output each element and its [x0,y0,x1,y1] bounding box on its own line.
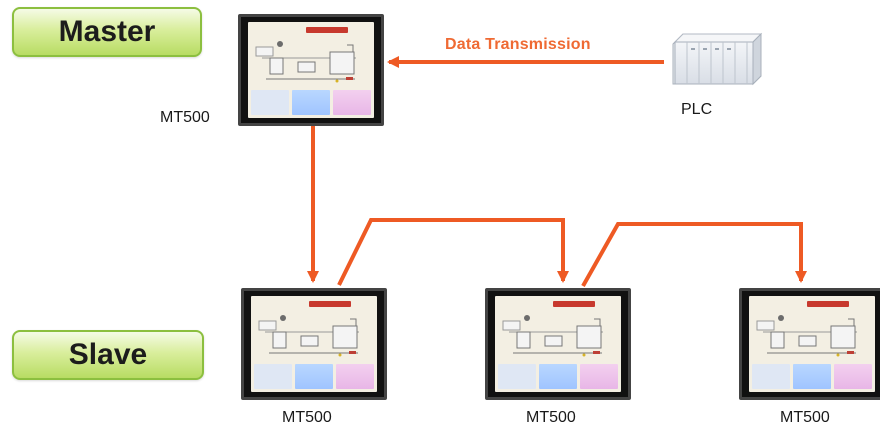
slave-hmi-diagram-icon-1 [258,315,359,357]
slave-hmi-diagram-icon-2 [502,315,603,357]
slave-hmi-screen-1 [241,288,387,400]
slave-hmi-display-1 [251,296,377,392]
slave-hmi-panel-left-1 [254,364,292,389]
slave-hmi-screen-3 [739,288,880,400]
slave-hmi-panel-right-2 [580,364,618,389]
slave-hmi-bottom-panels-3 [752,364,872,389]
slave1-to-slave2-arrow [337,218,569,286]
slave-hmi-panel-left-3 [752,364,790,389]
master-hmi-title-bar [305,27,348,33]
slave-role-badge: Slave [12,330,204,380]
slave-hmi-bottom-panels-1 [254,364,374,389]
slave-hmi-title-bar-1 [308,301,351,307]
slave-hmi-panel-center-2 [539,364,577,389]
slave-hmi-panel-center-3 [793,364,831,389]
slave-hmi-title-bar-2 [552,301,595,307]
master-hmi-bottom-panels [251,90,371,115]
slave-hmi-screen-2 [485,288,631,400]
slave-hmi-title-bar-3 [806,301,849,307]
slave-hmi-panel-right-1 [336,364,374,389]
slave-hmi-bottom-panels-2 [498,364,618,389]
slave-device-label-3: MT500 [780,409,830,426]
slave-hmi-display-2 [495,296,621,392]
slave-hmi-panel-left-2 [498,364,536,389]
master-hmi-panel-left [251,90,289,115]
plc-device-label: PLC [681,101,713,118]
master-hmi-display [248,22,374,118]
slave-hmi-panel-center-1 [295,364,333,389]
data-transmission-label: Data Transmission [445,36,591,53]
master-hmi-diagram-icon [255,41,356,83]
master-device-label: MT500 [160,109,210,126]
master-hmi-panel-right [333,90,371,115]
slave2-to-slave3-arrow [581,222,807,287]
master-hmi-panel-center [292,90,330,115]
master-role-label: Master [58,15,156,48]
slave-device-label-1: MT500 [282,409,332,426]
master-role-badge: Master [12,7,202,57]
slave-device-label-2: MT500 [526,409,576,426]
slave-hmi-panel-right-3 [834,364,872,389]
slave-hmi-diagram-icon-3 [756,315,857,357]
slave-role-label: Slave [68,338,148,371]
slave-hmi-display-3 [749,296,875,392]
master-hmi-screen [238,14,384,126]
plc-rack-icon [672,32,763,86]
